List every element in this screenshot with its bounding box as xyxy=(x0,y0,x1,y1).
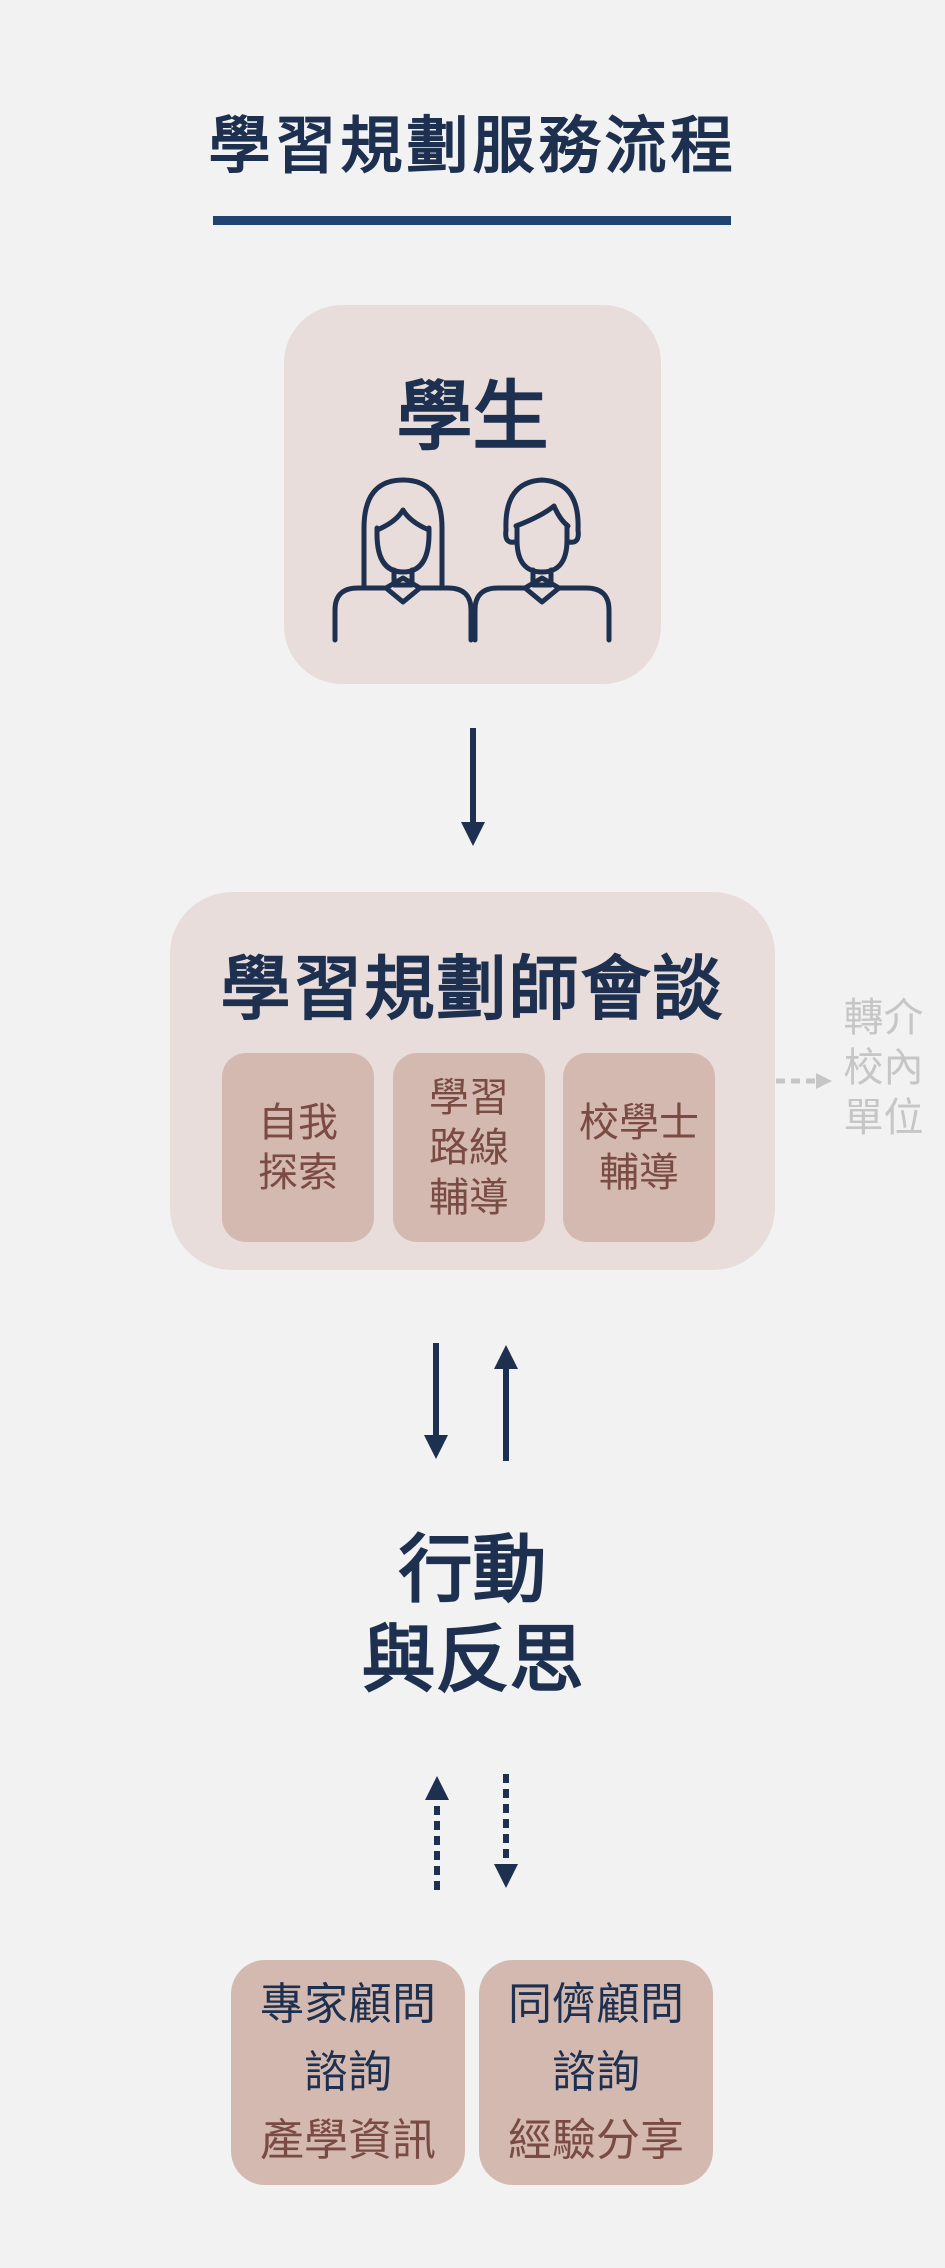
peer-advisor-node: 同儕顧問 諮詢 經驗分享 xyxy=(479,1960,713,2185)
diagram-title: 學習規劃服務流程 xyxy=(208,109,737,182)
referral-label: 轉介 校內 單位 xyxy=(836,993,931,1149)
referral-dashed-arrow-icon xyxy=(776,1073,832,1089)
action-reflection-node: 行動 與反思 xyxy=(0,1520,945,1710)
action-line: 與反思 xyxy=(361,1617,584,1703)
referral-line: 單位 xyxy=(843,1095,924,1141)
sub-item-line: 探索 xyxy=(258,1149,338,1196)
resource-line: 同儕顧問 xyxy=(508,1978,684,2030)
female-student-icon xyxy=(332,477,474,643)
sub-item-line: 校學士 xyxy=(579,1099,699,1146)
sub-item-line: 路線 xyxy=(429,1124,509,1171)
student-label: 學生 xyxy=(396,372,549,461)
resource-line: 專家顧問 xyxy=(260,1978,436,2030)
counseling-item-learning-path: 學習 路線 輔導 xyxy=(393,1053,545,1242)
counseling-title: 學習規劃師會談 xyxy=(220,947,725,1030)
expert-advisor-node: 專家顧問 諮詢 產學資訊 xyxy=(231,1960,465,2185)
dotted-bidirectional-arrows-icon xyxy=(425,1774,518,1890)
referral-line: 轉介 xyxy=(843,995,924,1041)
sub-item-line: 學習 xyxy=(429,1074,509,1121)
sub-item-line: 輔導 xyxy=(599,1149,679,1196)
resource-line: 諮詢 xyxy=(304,2046,392,2098)
sub-item-line: 輔導 xyxy=(429,1174,509,1221)
referral-line: 校內 xyxy=(843,1045,924,1091)
title-underline xyxy=(213,216,731,225)
students-icon-group xyxy=(332,477,612,643)
resource-line: 諮詢 xyxy=(552,2046,640,2098)
counseling-item-self-exploration: 自我 探索 xyxy=(222,1053,374,1242)
action-line: 行動 xyxy=(398,1527,547,1613)
sub-item-line: 自我 xyxy=(258,1099,338,1146)
resource-line: 產學資訊 xyxy=(260,2114,436,2166)
resource-line: 經驗分享 xyxy=(508,2114,684,2166)
male-student-icon xyxy=(472,477,612,643)
counseling-item-bachelor-guidance: 校學士 輔導 xyxy=(563,1053,715,1242)
arrow-down-icon xyxy=(461,728,485,846)
bidirectional-arrows-icon xyxy=(424,1343,518,1461)
